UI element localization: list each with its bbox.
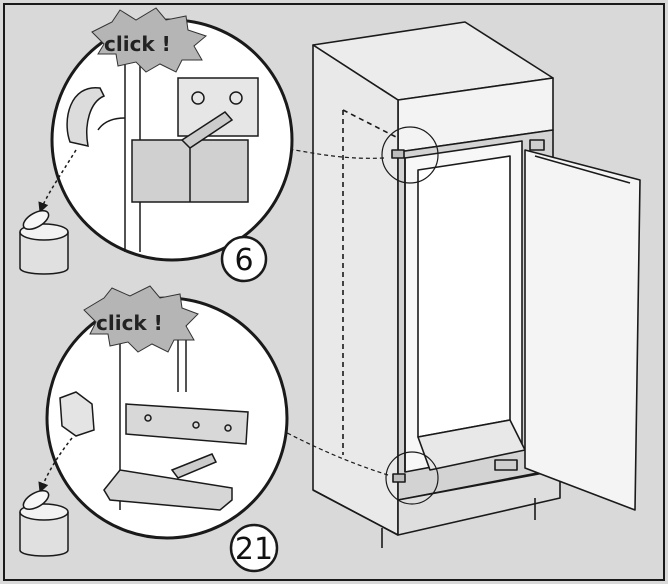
hinge-top [391, 149, 405, 159]
cabinet [312, 21, 641, 548]
click-label-top: click ! [104, 32, 171, 56]
hinge-bottom [392, 473, 406, 483]
cabinet-hidden-edge-2 [342, 109, 399, 139]
cabinet-left-side [312, 44, 399, 536]
trash-bin-icon-bottom [19, 489, 69, 557]
click-burst-bottom [83, 285, 199, 353]
detail-callout-top: click ! 6 [19, 7, 294, 283]
step-badge-bottom [229, 523, 279, 573]
click-label-bottom: click ! [96, 311, 163, 335]
step-number-bottom: 21 [235, 532, 273, 567]
cabinet-plinth [397, 469, 561, 536]
discard-arrow-bottom [38, 437, 73, 493]
appliance-inner [417, 155, 511, 438]
step-badge-top [220, 235, 268, 283]
click-burst-top [91, 7, 208, 73]
trash-bin-icon [19, 209, 69, 275]
detail-callout-bottom: click ! 21 [19, 285, 289, 573]
door-bracket-bottom [494, 459, 518, 471]
discard-arrow-top [38, 149, 77, 213]
detail-marker-top [381, 126, 439, 184]
appliance-door [524, 149, 641, 511]
door-bracket-top [529, 139, 545, 151]
diagram-frame [3, 3, 665, 581]
detail-marker-bottom [385, 451, 439, 505]
step-number-top: 6 [234, 243, 253, 278]
